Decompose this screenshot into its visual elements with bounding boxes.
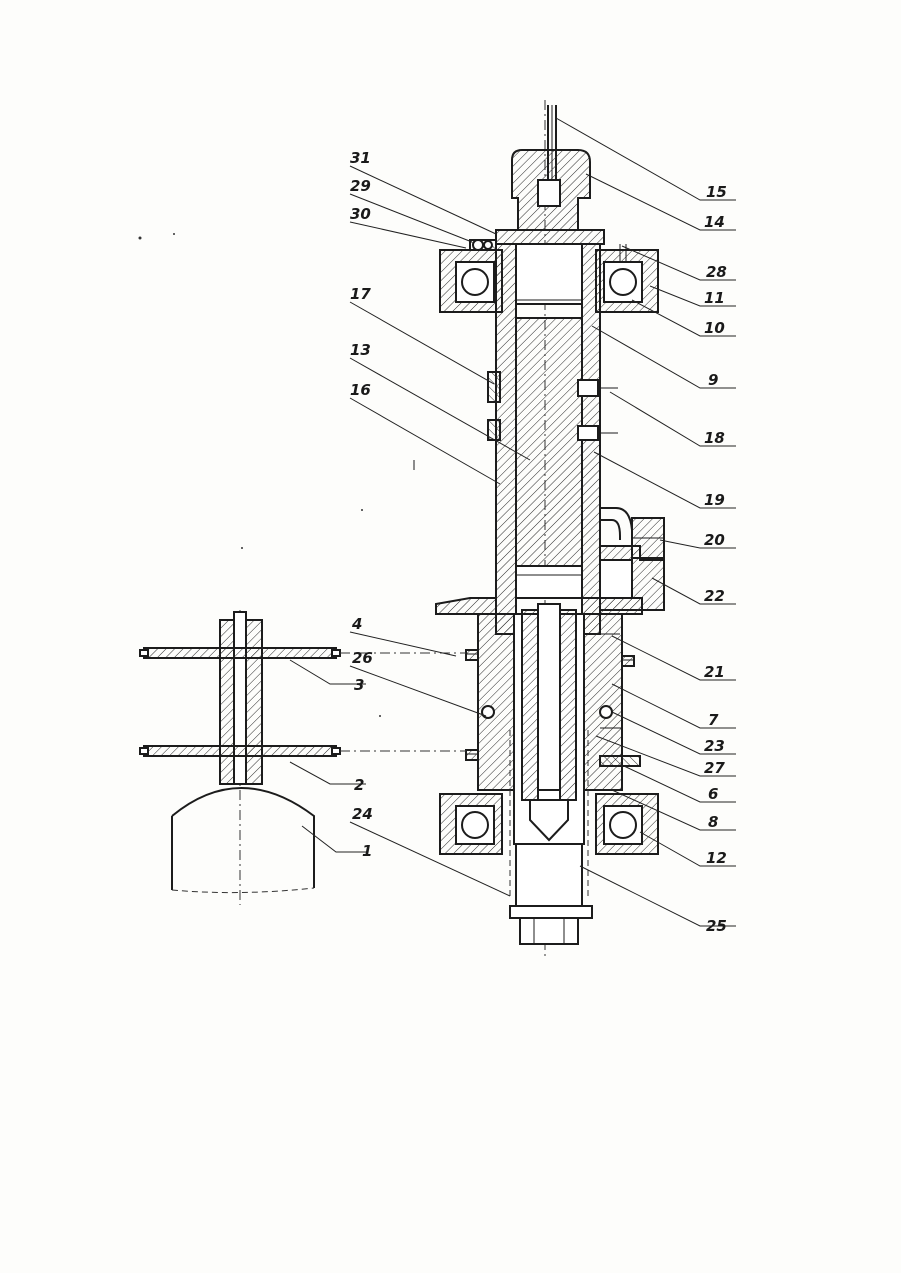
callout-28: 28 [706, 263, 727, 281]
specks [139, 233, 415, 717]
callout-30: 30 [350, 205, 371, 223]
callout-6: 6 [708, 785, 718, 803]
callout-16: 16 [350, 381, 371, 399]
callout-17: 17 [350, 285, 371, 303]
callout-9: 9 [708, 371, 718, 389]
bottom-bolt [510, 844, 592, 944]
callout-1: 1 [362, 842, 372, 860]
nut-14 [512, 150, 590, 230]
callout-27: 27 [704, 759, 725, 777]
callout-20: 20 [704, 531, 725, 549]
callout-31: 31 [350, 149, 371, 167]
callout-13: 13 [350, 341, 371, 359]
left-assembly [140, 610, 466, 905]
callout-23: 23 [704, 737, 725, 755]
callout-11: 11 [704, 289, 725, 307]
callout-4: 4 [351, 615, 362, 633]
callout-24: 24 [352, 805, 373, 823]
callout-7: 7 [708, 711, 719, 729]
callout-26: 26 [352, 649, 373, 667]
callout-25: 25 [706, 917, 727, 935]
callout-15: 15 [706, 183, 727, 201]
callout-3: 3 [354, 676, 364, 694]
dome-1 [172, 788, 314, 890]
callout-21: 21 [704, 663, 725, 681]
bracket-20-22 [600, 508, 664, 610]
main-assembly [436, 100, 664, 960]
callout-19: 19 [704, 491, 725, 509]
callout-8: 8 [708, 813, 718, 831]
callout-18: 18 [704, 429, 725, 447]
callout-22: 22 [704, 587, 725, 605]
callout-2: 2 [354, 776, 364, 794]
callout-14: 14 [704, 213, 725, 231]
callout-29: 29 [350, 177, 371, 195]
callout-12: 12 [706, 849, 727, 867]
arm-3 [144, 648, 336, 658]
callout-10: 10 [704, 319, 725, 337]
arm-2 [144, 746, 336, 756]
